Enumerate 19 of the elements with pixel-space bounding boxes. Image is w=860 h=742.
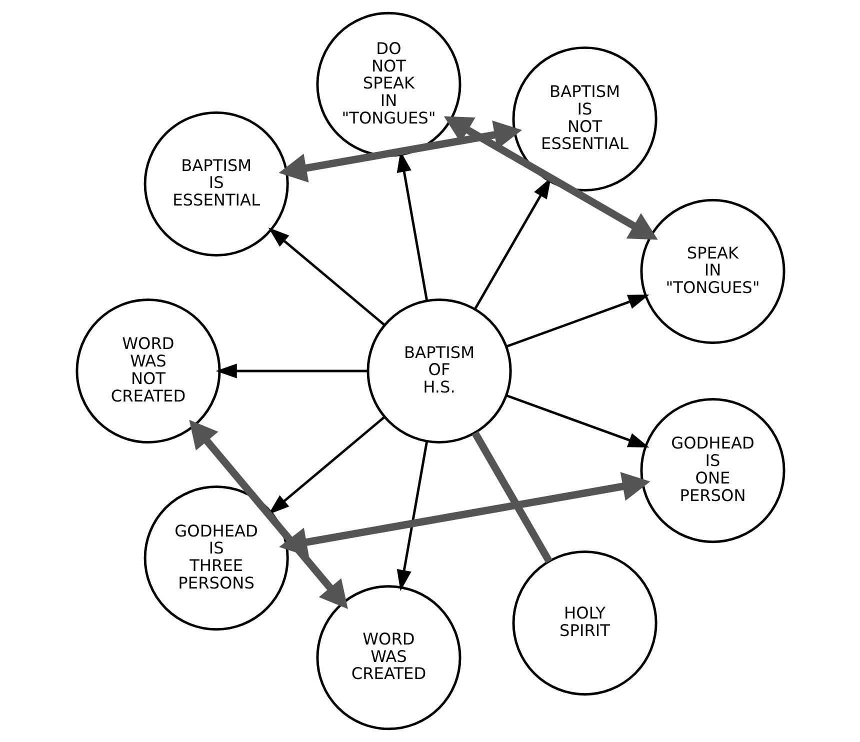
arrow (278, 120, 522, 182)
arrow (268, 228, 384, 326)
arrow (278, 472, 650, 557)
arrow (215, 364, 368, 378)
arrow (506, 294, 649, 348)
node-circle: BAPTISM OF H.S. (366, 298, 512, 444)
node-circle: HOLY SPIRIT (512, 550, 657, 696)
arrow (396, 441, 428, 592)
node-circle: WORD WAS CREATED (316, 585, 461, 730)
node-circle: GODHEAD IS ONE PERSON (640, 398, 785, 544)
arrow (443, 116, 658, 240)
arrow (268, 416, 384, 514)
arrow (188, 420, 348, 610)
connector (471, 431, 552, 564)
node-circle: DO NOT SPEAK IN "TONGUES" (316, 12, 461, 157)
arrow (506, 394, 649, 448)
node-circle: BAPTISM IS NOT ESSENTIAL (512, 46, 657, 192)
node-circle: SPEAK IN "TONGUES" (640, 198, 785, 344)
node-circle: WORD WAS NOT CREATED (75, 298, 220, 444)
